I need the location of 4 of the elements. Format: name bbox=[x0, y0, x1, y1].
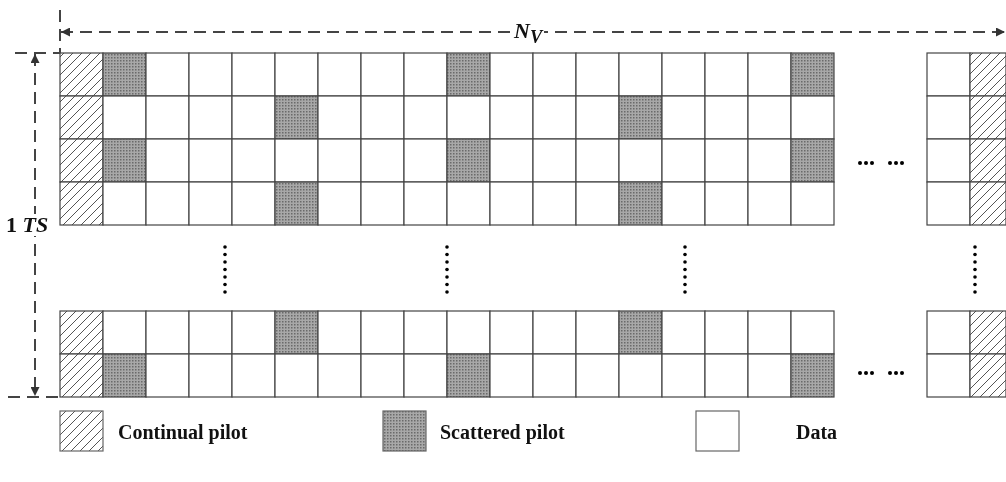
legend-label: Scattered pilot bbox=[440, 422, 565, 442]
dimension-label: 1 TS bbox=[4, 214, 51, 236]
legend-label: Continual pilot bbox=[118, 422, 248, 442]
legend-label: Data bbox=[796, 422, 838, 442]
